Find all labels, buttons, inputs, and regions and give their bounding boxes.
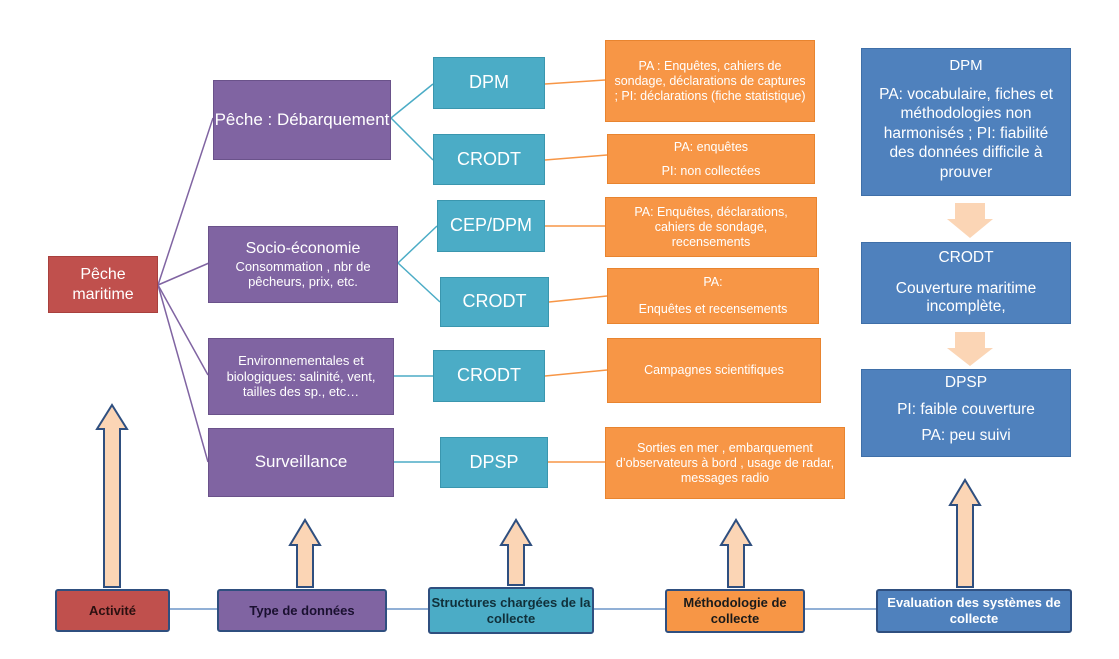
evaluation-text: PA: vocabulaire, fiches et méthodologies… — [879, 86, 1053, 181]
methodology-text: Sorties en mer , embarquement d’observat… — [615, 440, 835, 485]
methodology-text: PA: Enquêtes, déclarations, cahiers de s… — [634, 204, 788, 249]
structure-box-crodt-1: CRODT — [433, 134, 545, 185]
structure-label: DPSP — [469, 451, 519, 472]
methodology-text: PA : Enquêtes, cahiers de sondage, décla… — [614, 58, 806, 103]
evaluation-box-dpm: DPM PA: vocabulaire, fiches et méthodolo… — [861, 48, 1071, 196]
up-arrow-structures — [499, 518, 533, 586]
structure-box-dpsp: DPSP — [440, 437, 548, 488]
methodology-text: Enquêtes et recensements — [638, 302, 788, 316]
methodology-box-5: Campagnes scientifiques — [607, 338, 821, 403]
up-arrow-data-type — [288, 518, 322, 588]
down-arrows — [947, 203, 993, 366]
structure-label: CRODT — [457, 365, 521, 386]
up-arrow-methodology — [719, 518, 753, 588]
datatype-title: Environnementales et biologiques: salini… — [226, 353, 376, 400]
structure-box-cep-dpm: CEP/DPM — [437, 200, 545, 252]
footer-label: Activité — [89, 602, 136, 618]
evaluation-line: PI: faible couverture — [897, 400, 1035, 418]
structure-label: DPM — [469, 72, 509, 93]
footer-label: Evaluation des systèmes de collecte — [887, 595, 1061, 626]
datatype-box-surveillance: Surveillance — [208, 428, 394, 497]
evaluation-title: DPM — [949, 57, 983, 74]
datatype-title: Socio-économie — [245, 240, 361, 258]
methodology-box-4: PA: Enquêtes et recensements — [607, 268, 819, 324]
footer-label: Méthodologie de collecte — [683, 595, 787, 626]
structure-label: CEP/DPM — [449, 215, 532, 236]
datatype-connectors — [390, 83, 441, 463]
datatype-title: Surveillance — [254, 452, 348, 472]
structure-label: CRODT — [457, 148, 521, 169]
up-arrow-evaluation — [948, 478, 982, 588]
footer-label: Type de données — [249, 602, 355, 618]
evaluation-line: PA: peu suivi — [921, 427, 1011, 445]
methodology-text: PI: non collectées — [661, 163, 761, 178]
down-arrow-1 — [947, 203, 993, 238]
evaluation-title: CRODT — [938, 249, 994, 266]
footer-data-type: Type de données — [217, 589, 387, 632]
activity-connectors — [157, 117, 214, 463]
structure-box-crodt-3: CRODT — [433, 350, 545, 402]
evaluation-title: DPSP — [944, 374, 988, 391]
methodology-box-1: PA : Enquêtes, cahiers de sondage, décla… — [605, 40, 815, 122]
activity-box: Pêche maritime — [48, 256, 158, 313]
footer-label: Structures chargées de la collecte — [431, 594, 591, 626]
methodology-text: PA: — [703, 275, 723, 289]
down-arrow-2 — [947, 332, 993, 366]
structure-box-dpm: DPM — [433, 57, 545, 109]
activity-title: Pêche maritime — [72, 266, 134, 303]
datatype-subtitle: Consommation , nbr de pêcheurs, prix, et… — [235, 258, 371, 290]
datatype-box-socio: Socio-économie Consommation , nbr de pêc… — [208, 226, 398, 303]
datatype-box-peche: Pêche : Débarquement — [213, 80, 391, 160]
methodology-box-2: PA: enquêtes PI: non collectées — [607, 134, 815, 184]
up-arrows — [95, 403, 982, 588]
structure-connectors — [544, 79, 608, 463]
datatype-title: Pêche : Débarquement — [214, 109, 390, 129]
methodology-box-3: PA: Enquêtes, déclarations, cahiers de s… — [605, 197, 817, 257]
footer-evaluation: Evaluation des systèmes de collecte — [876, 589, 1072, 633]
footer-activity: Activité — [55, 589, 170, 632]
evaluation-box-dpsp: DPSP PI: faible couverture PA: peu suivi — [861, 369, 1071, 457]
footer-structures: Structures chargées de la collecte — [428, 587, 594, 634]
footer-methodology: Méthodologie de collecte — [665, 589, 805, 633]
evaluation-text: Couverture maritime incomplète, — [895, 279, 1037, 316]
methodology-text: Campagnes scientifiques — [644, 363, 784, 377]
structure-label: CRODT — [462, 291, 527, 312]
methodology-box-6: Sorties en mer , embarquement d’observat… — [605, 427, 845, 499]
structure-box-crodt-2: CRODT — [440, 277, 549, 327]
up-arrow-activity — [95, 403, 129, 588]
methodology-text: PA: enquêtes — [673, 139, 749, 154]
datatype-box-environnement: Environnementales et biologiques: salini… — [208, 338, 394, 415]
evaluation-box-crodt: CRODT Couverture maritime incomplète, — [861, 242, 1071, 324]
